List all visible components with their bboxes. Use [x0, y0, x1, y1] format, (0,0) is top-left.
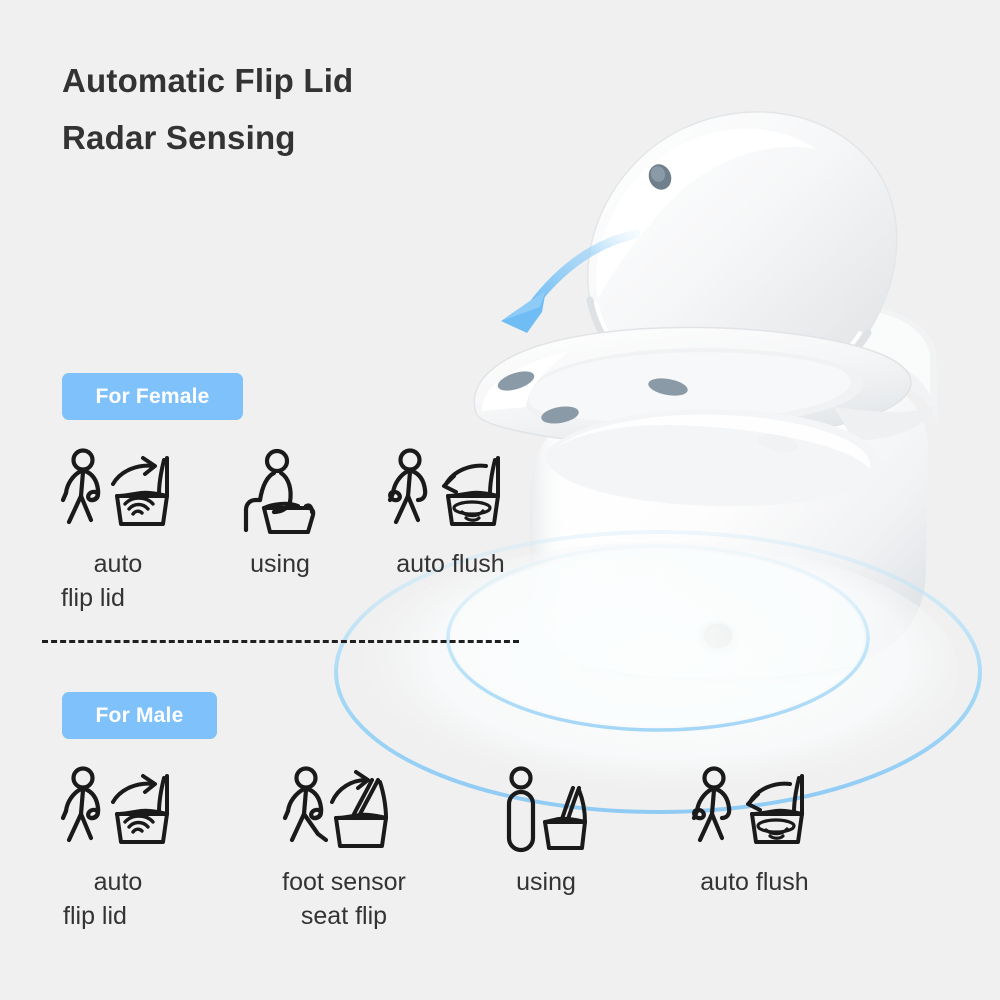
feature-caption: using	[250, 550, 310, 578]
page-title: Automatic Flip Lid Radar Sensing	[62, 64, 582, 178]
feature-male-auto-flip-lid: auto flip lid	[55, 766, 185, 932]
feature-caption: auto flush	[700, 868, 809, 896]
badge-for-male: For Male	[62, 692, 217, 739]
feature-male-foot-sensor-seat-flip: foot sensor seat flip	[276, 766, 412, 932]
feature-caption: foot sensor	[282, 868, 406, 896]
seat-bumper-pad	[541, 406, 579, 424]
badge-for-female: For Female	[62, 373, 243, 420]
toilet-seat-ring-raised	[473, 326, 934, 452]
feature-caption-2: flip lid	[63, 902, 127, 930]
radar-ring-inner	[446, 544, 870, 732]
seat-bumper-pad	[497, 371, 535, 391]
seat-bumper-pad	[648, 378, 688, 396]
feature-caption: auto flush	[396, 550, 505, 578]
feature-female-auto-flip-lid: auto flip lid	[55, 448, 185, 614]
lid-motion-arrow-icon	[501, 229, 640, 333]
dashed-divider	[42, 640, 519, 643]
feature-female-using: using	[232, 448, 328, 580]
radar-ring-outer	[334, 530, 982, 814]
walking-person-toilet-flush-swirl-icon	[691, 766, 804, 844]
feature-caption: using	[516, 868, 576, 896]
person-standing-toilet-seat-up-icon	[506, 766, 587, 853]
feature-male-auto-flush: auto flush	[682, 766, 827, 898]
title-line-2: Radar Sensing	[62, 119, 296, 156]
title-line-1: Automatic Flip Lid	[62, 62, 354, 99]
feature-caption: auto	[93, 868, 143, 896]
feature-male-using: using	[497, 766, 595, 898]
feature-female-auto-flush: auto flush	[378, 448, 523, 580]
walking-person-toilet-open-lid-radar-icon	[60, 448, 169, 526]
person-foot-kick-toilet-seat-flip-icon	[282, 766, 388, 848]
person-sitting-on-toilet-icon	[243, 448, 316, 534]
walking-person-toilet-flush-swirl-icon	[387, 448, 500, 526]
radar-wave-rings	[334, 530, 982, 814]
product-image-smart-toilet	[473, 111, 938, 687]
feature-caption: auto	[93, 550, 143, 578]
feature-caption-2: flip lid	[61, 584, 125, 612]
feature-caption-2: seat flip	[300, 902, 388, 930]
walking-person-toilet-open-lid-radar-icon	[60, 766, 169, 844]
